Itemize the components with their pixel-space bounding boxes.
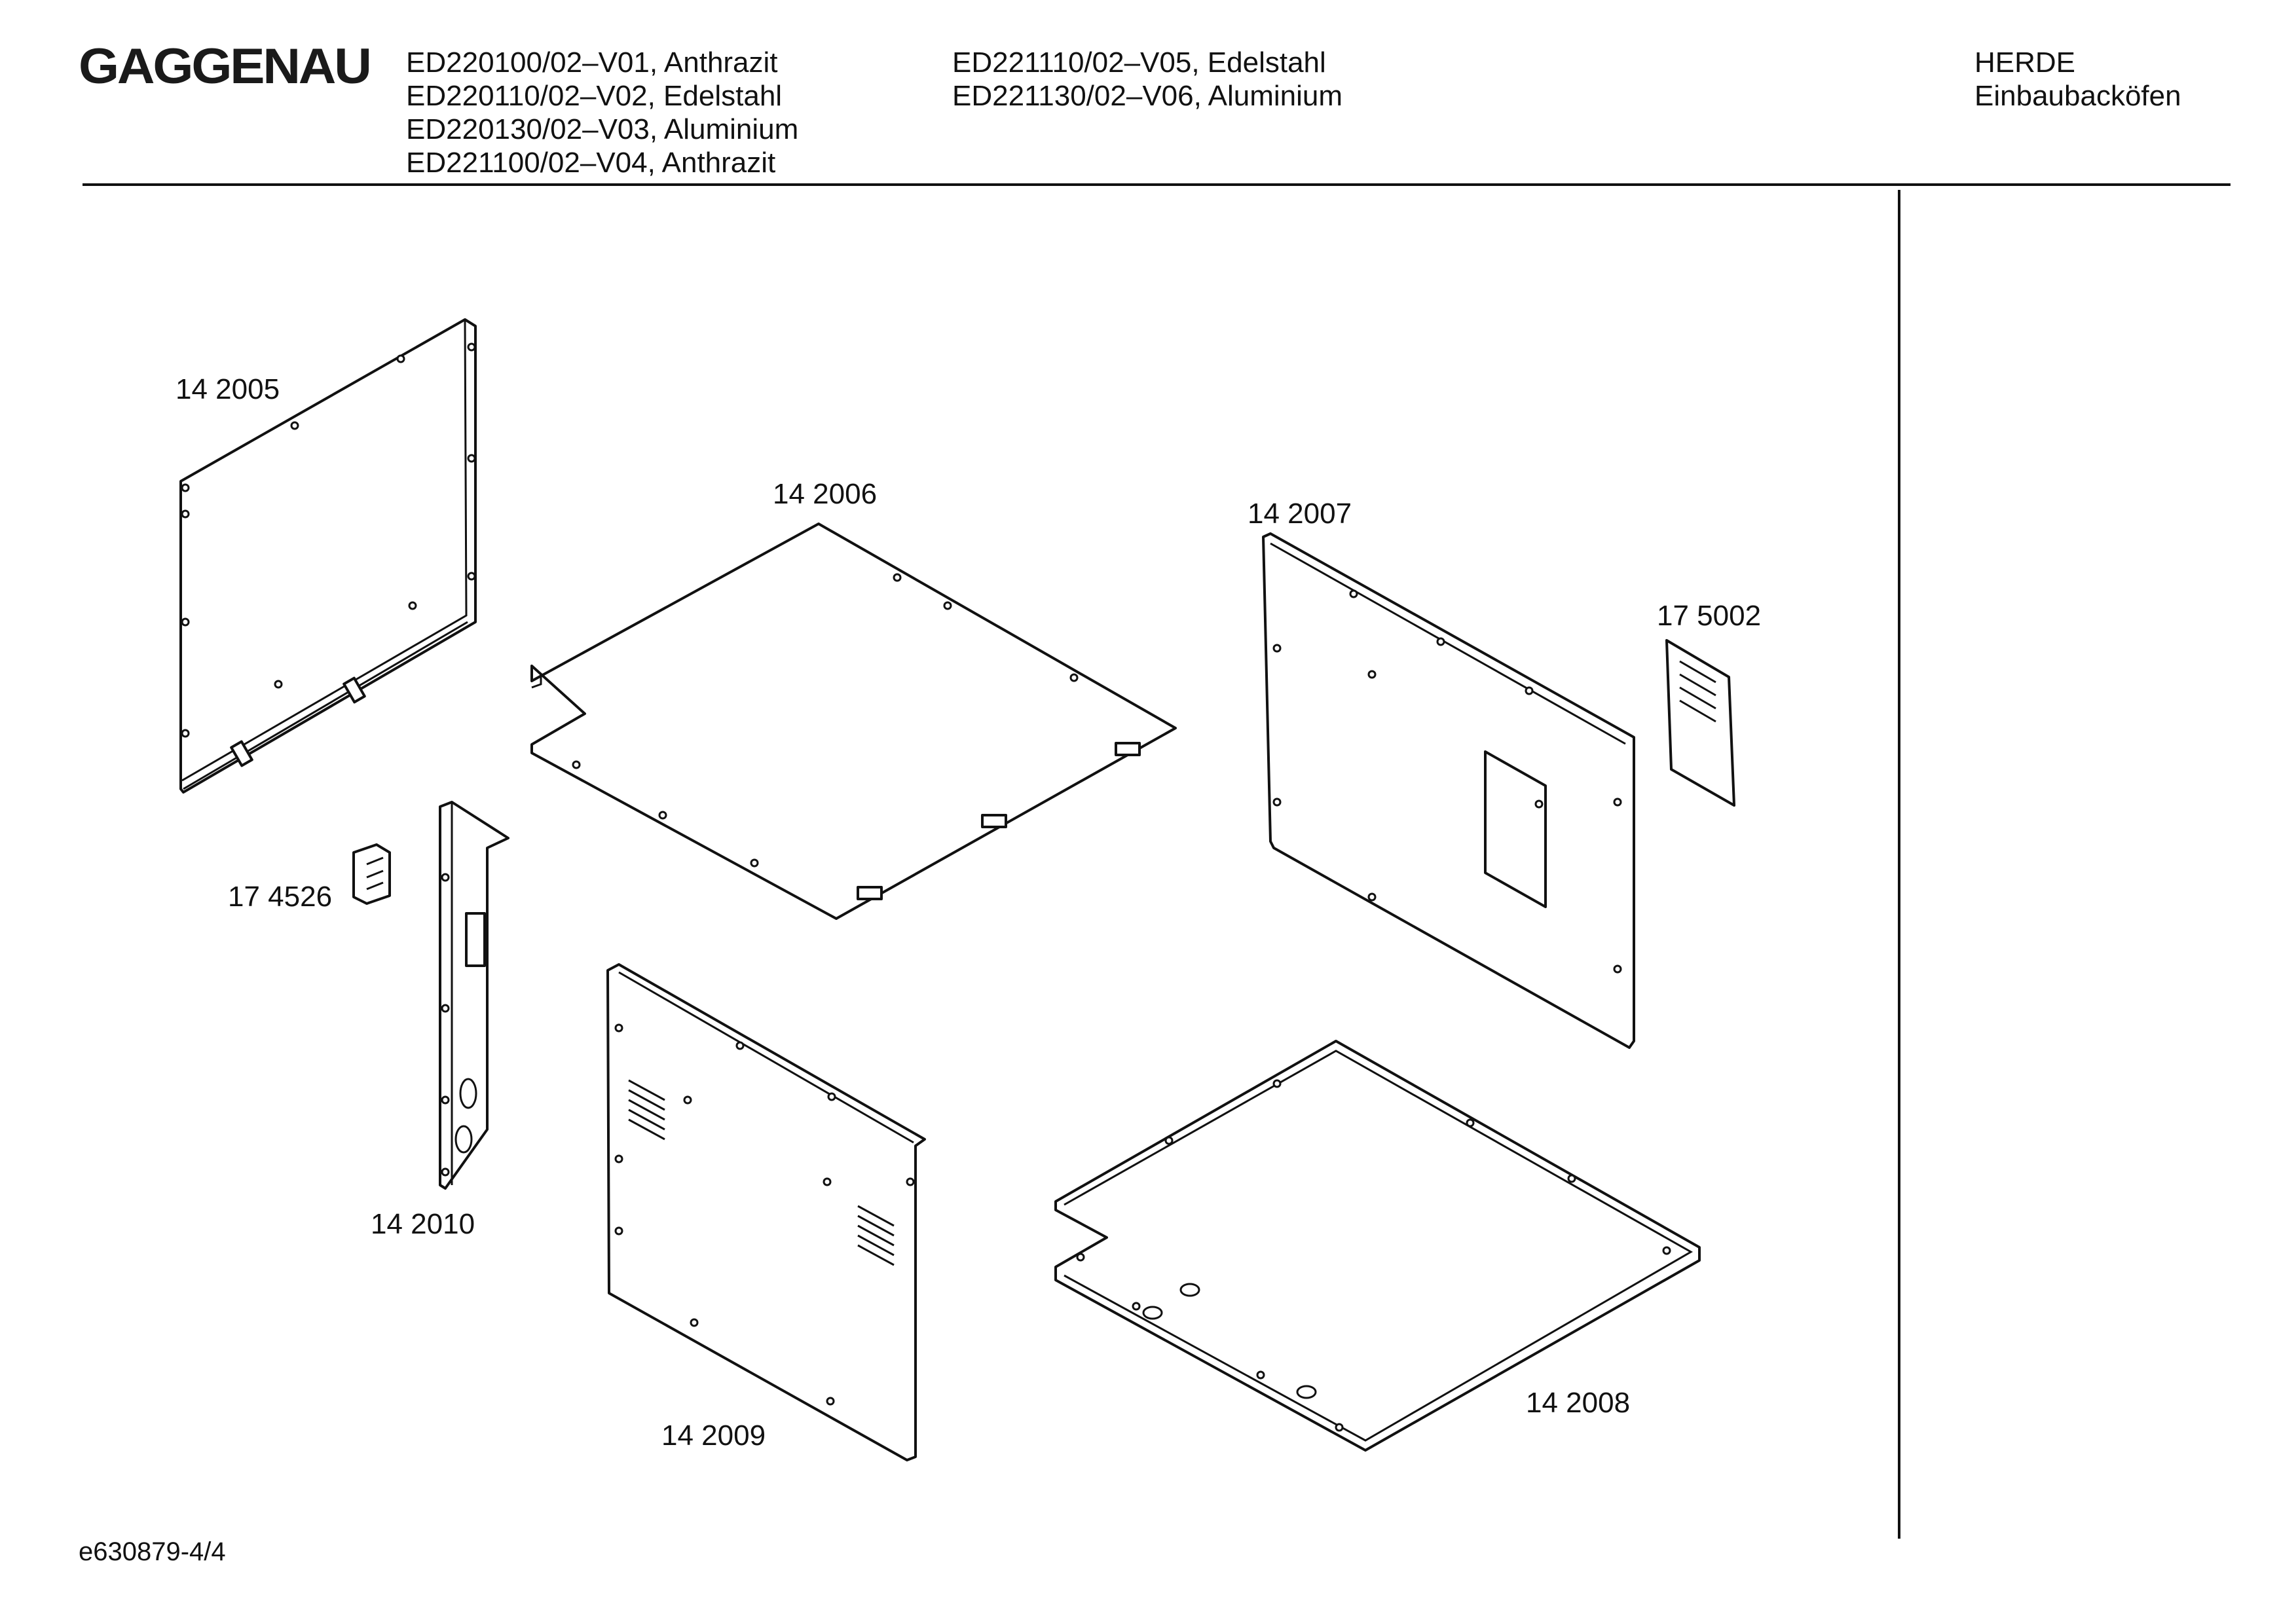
model-list-2: ED221110/02–V05, Edelstahl ED221130/02–V… (952, 46, 1342, 113)
category-subtitle: Einbaubacköfen (1974, 80, 2181, 112)
model-line: ED220130/02–V03, Aluminium (406, 113, 799, 145)
part-14-2009-panel[interactable] (606, 963, 926, 1461)
header-rule (83, 183, 2231, 186)
model-line: ED221110/02–V05, Edelstahl (952, 46, 1326, 79)
part-label: 14 2008 (1526, 1387, 1631, 1419)
part-label: 14 2010 (371, 1208, 475, 1240)
part-14-2006-panel[interactable] (530, 522, 1177, 920)
part-17-5002-vent[interactable] (1665, 639, 1735, 807)
part-17-4526-bracket[interactable] (352, 843, 391, 905)
category-block: HERDE Einbaubacköfen (1974, 46, 2181, 113)
part-14-2007-panel[interactable] (1262, 532, 1635, 1049)
category-title: HERDE (1974, 46, 2076, 79)
part-label: 14 2006 (773, 478, 878, 510)
part-label: 17 5002 (1657, 600, 1762, 632)
right-margin-rule (1898, 190, 1900, 1539)
model-line: ED220100/02–V01, Anthrazit (406, 46, 778, 79)
part-label: 17 4526 (228, 881, 333, 913)
part-14-2005-panel[interactable] (179, 318, 477, 794)
model-line: ED221130/02–V06, Aluminium (952, 80, 1343, 112)
part-label: 14 2007 (1248, 498, 1352, 530)
part-14-2010-rail[interactable] (439, 801, 509, 1190)
model-line: ED220110/02–V02, Edelstahl (406, 80, 783, 112)
part-label: 14 2009 (661, 1420, 766, 1452)
part-14-2008-tray[interactable] (1054, 1040, 1701, 1452)
model-list-1: ED220100/02–V01, Anthrazit ED220110/02–V… (406, 46, 798, 179)
brand-logo: GAGGENAU (79, 39, 372, 94)
model-line: ED221100/02–V04, Anthrazit (406, 147, 776, 179)
document-reference: e630879-4/4 (79, 1537, 226, 1566)
part-label: 14 2005 (176, 373, 280, 405)
